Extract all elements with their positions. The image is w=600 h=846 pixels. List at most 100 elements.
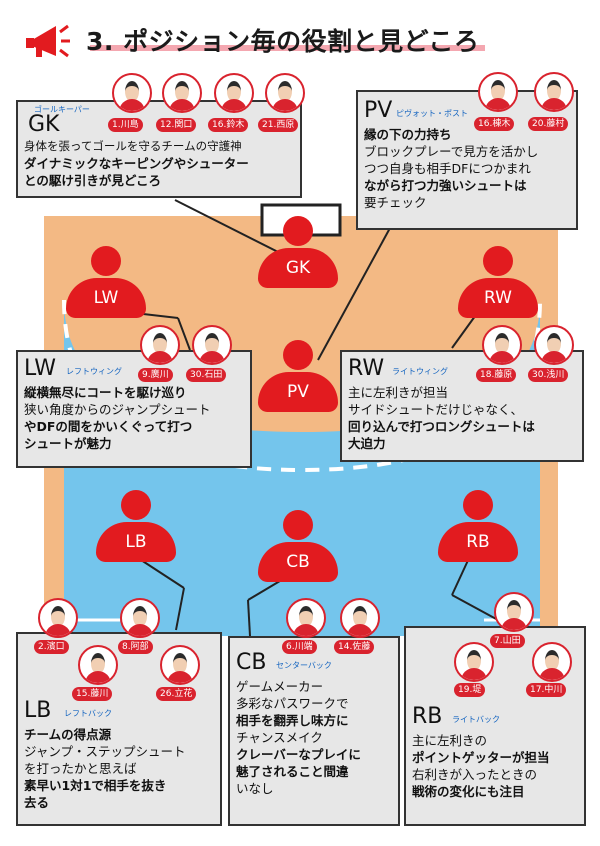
rb-line: 主に左利きの [412, 733, 488, 748]
lb-box: LB レフトバック チームの得点源 ジャンプ・ステップシュート を打ったかと思え… [16, 632, 222, 826]
player-tag: 1.川島 [108, 118, 143, 132]
player-photo [482, 325, 522, 365]
cb-line: 相手を翻弄し味方に [236, 713, 349, 728]
lw-line: 縦横無尽にコートを駆け巡り [24, 385, 187, 400]
player-tag: 26.立花 [156, 687, 197, 701]
player-photo [265, 73, 305, 113]
lb-line: チームの得点源 [24, 727, 112, 742]
player-photo [534, 72, 574, 112]
rw-abbr: RW [348, 356, 385, 381]
player-photo [534, 325, 574, 365]
marker-lw: LW [66, 246, 146, 322]
player-tag: 9.廣川 [138, 368, 173, 382]
cb-line: 魅了されること間違 [236, 764, 349, 779]
player-tag: 18.藤原 [476, 368, 517, 382]
player-tag: 7.山田 [490, 634, 525, 648]
rb-sub: ライトバック [452, 715, 500, 724]
player-tag: 8.阿部 [118, 640, 153, 654]
pv-line: ながら打つ力強いシュートは [364, 178, 527, 193]
marker-pv: PV [258, 340, 338, 416]
pv-line: つつ自身も相手DFにつかまれ [364, 161, 531, 176]
page-title: 3. ポジション毎の役割と見どころ [86, 27, 480, 56]
player-tag: 21.西原 [258, 118, 299, 132]
marker-lb: LB [96, 490, 176, 566]
player-tag: 19.堤 [454, 683, 486, 697]
title-underline [90, 45, 485, 51]
rb-line: 戦術の変化にも注目 [412, 784, 525, 799]
lw-line: やDFの間をかいくぐって打つ [24, 419, 193, 434]
lb-line: を打ったかと思えば [24, 761, 137, 776]
pv-sub: ピヴォット・ポスト [396, 109, 468, 118]
player-tag: 30.浅川 [528, 368, 569, 382]
rw-line: 回り込んで打つロングシュートは [348, 419, 535, 434]
player-tag: 17.中川 [526, 683, 567, 697]
pv-line: 要チェック [364, 195, 427, 210]
player-photo [78, 645, 118, 685]
cb-line: クレーバーなプレイに [236, 747, 361, 762]
marker-cb: CB [258, 510, 338, 586]
cb-box: CB センターバック ゲームメーカー 多彩なパスワークで 相手を翻弄し味方に チ… [228, 636, 400, 826]
player-photo [478, 72, 518, 112]
player-tag: 6.川端 [282, 640, 317, 654]
player-photo [494, 592, 534, 632]
lb-sub: レフトバック [64, 709, 112, 718]
player-tag: 14.佐藤 [334, 640, 375, 654]
gk-sub: ゴールキーパー [34, 105, 90, 114]
gk-line: ダイナミックなキーピングやシューター [24, 156, 249, 171]
pv-abbr: PV [364, 98, 393, 123]
player-tag: 20.藤村 [528, 117, 569, 131]
gk-box: GK ゴールキーパー 身体を張ってゴールを守るチームの守護神 ダイナミックなキー… [16, 100, 302, 198]
rb-desc: 主に左利きの ポイントゲッターが担当 右利きが入ったときの 戦術の変化にも注目 [412, 732, 550, 800]
player-photo [340, 598, 380, 638]
lb-line: 去る [24, 795, 50, 810]
lb-line: ジャンプ・ステップシュート [24, 744, 186, 759]
rw-desc: 主に左利きが担当 サイドシュートだけじゃなく、 回り込んで打つロングシュートは … [348, 384, 535, 452]
lb-desc: チームの得点源 ジャンプ・ステップシュート を打ったかと思えば 素早い1対1で相… [24, 726, 186, 811]
lw-line: 狭い角度からのジャンプシュート [24, 402, 211, 417]
player-photo [192, 325, 232, 365]
player-tag: 2.濱口 [34, 640, 69, 654]
megaphone-icon [26, 24, 70, 58]
lb-line: 素早い1対1で相手を抜き [24, 778, 167, 793]
gk-line: との駆け引きが見どころ [24, 173, 162, 188]
pv-box: PV ピヴォット・ポスト 縁の下の力持ち ブロックプレーで見方を活かし つつ自身… [356, 90, 578, 230]
rw-box: RW ライトウィング 主に左利きが担当 サイドシュートだけじゃなく、 回り込んで… [340, 350, 584, 462]
marker-gk: GK [258, 216, 338, 292]
cb-line: 多彩なパスワークで [236, 696, 349, 711]
player-tag: 16.鈴木 [208, 118, 249, 132]
player-photo [214, 73, 254, 113]
rw-sub: ライトウィング [392, 367, 448, 376]
lw-line: シュートが魅力 [24, 436, 112, 451]
lw-desc: 縦横無尽にコートを駆け巡り 狭い角度からのジャンプシュート やDFの間をかいくぐ… [24, 384, 211, 452]
player-tag: 12.関口 [156, 118, 197, 132]
marker-rb: RB [438, 490, 518, 566]
rw-line: サイドシュートだけじゃなく、 [348, 402, 524, 417]
player-photo [160, 645, 200, 685]
cb-line: チャンスメイク [236, 730, 323, 745]
player-tag: 30.石田 [186, 368, 227, 382]
pv-line: ブロックプレーで見方を活かし [364, 144, 539, 159]
player-photo [454, 642, 494, 682]
player-photo [140, 325, 180, 365]
cb-line: ゲームメーカー [236, 679, 324, 694]
pv-desc: 縁の下の力持ち ブロックプレーで見方を活かし つつ自身も相手DFにつかまれ なが… [364, 126, 538, 211]
lb-abbr: LB [24, 698, 52, 723]
cb-line: いなし [236, 781, 274, 796]
rw-line: 大迫力 [348, 436, 386, 451]
player-photo [120, 598, 160, 638]
gk-abbr: GK [28, 112, 60, 137]
rw-line: 主に左利きが担当 [348, 385, 449, 400]
cb-desc: ゲームメーカー 多彩なパスワークで 相手を翻弄し味方に チャンスメイク クレーバ… [236, 678, 361, 797]
rb-line: 右利きが入ったときの [412, 767, 538, 782]
rb-abbr: RB [412, 704, 443, 729]
player-photo [112, 73, 152, 113]
marker-rw: RW [458, 246, 538, 322]
cb-abbr: CB [236, 650, 267, 675]
rb-line: ポイントゲッターが担当 [412, 750, 550, 765]
pv-line: 縁の下の力持ち [364, 127, 452, 142]
player-photo [162, 73, 202, 113]
player-tag: 15.藤川 [72, 687, 113, 701]
player-photo [38, 598, 78, 638]
cb-sub: センターバック [276, 661, 332, 670]
lw-sub: レフトウィング [66, 367, 122, 376]
